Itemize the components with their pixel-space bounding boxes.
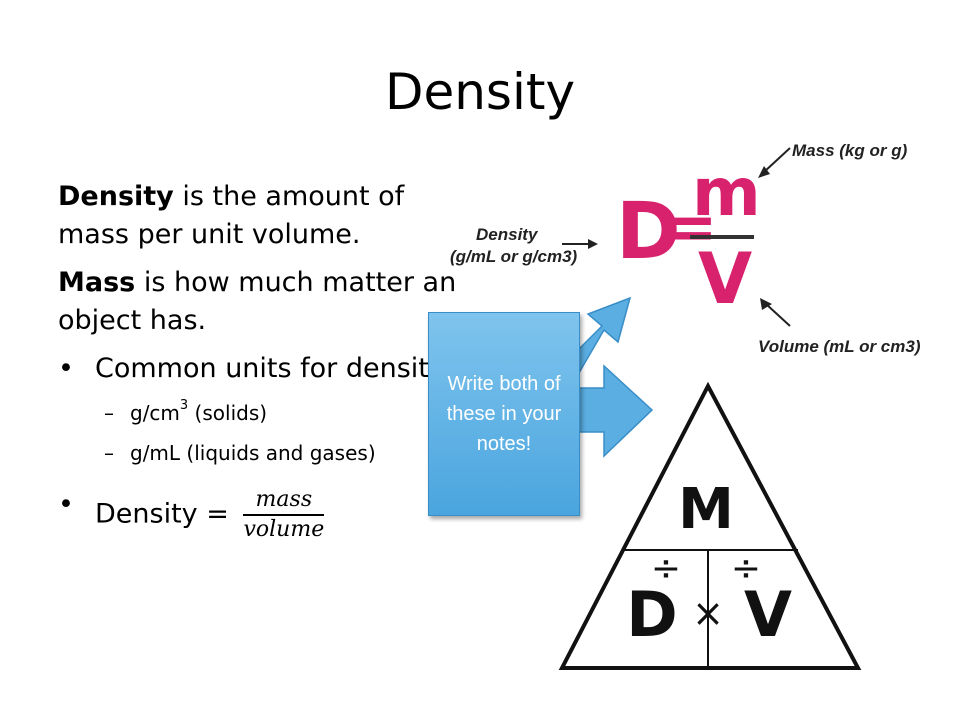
fraction-numerator: mass [243, 486, 325, 516]
slide-title: Density [384, 63, 576, 121]
sub-bullet-liquids: – g/mL (liquids and gases) [58, 438, 458, 468]
bullet-dot: • [58, 353, 74, 384]
unit-solids-sup: 3 [179, 398, 189, 414]
density-term: Density [58, 181, 174, 212]
formula-letter-d: D [616, 187, 681, 277]
triangle-letter-m: M [678, 477, 734, 542]
density-fraction: mass volume [243, 486, 325, 544]
sub-bullet-solids: – g/cm3 (solids) [58, 398, 458, 428]
mass-pointer-arrow-icon [758, 147, 791, 178]
unit-solids-pre: g/cm [130, 401, 180, 425]
mass-definition-text: is how much matter an object has. [58, 267, 457, 336]
callout-text: Write both of these in your notes! [446, 373, 562, 455]
sub-bullet-dash: – [104, 441, 114, 465]
density-pointer-arrow-icon [562, 239, 598, 249]
volume-pointer-arrow-icon [760, 298, 791, 327]
sub-bullet-dash: – [104, 401, 114, 425]
triangle-letter-d: D [626, 578, 677, 651]
formula-letter-m: m [692, 154, 761, 231]
fraction-denominator: volume [243, 517, 325, 542]
bullet-density-formula: • Density = mass volume [58, 486, 458, 544]
triangle-times-sign: × [692, 591, 724, 635]
unit-solids-post: (solids) [188, 401, 268, 425]
triangle-divide-sign-left: ÷ [651, 548, 681, 589]
bullet-common-units-text: Common units for density [95, 353, 445, 384]
slide-body: Density is the amount of mass per unit v… [58, 178, 458, 544]
formula-fraction-bar [690, 235, 754, 239]
callout-box: Write both of these in your notes! [428, 312, 580, 516]
density-triangle: M D V × ÷ ÷ [558, 381, 862, 670]
triangle-divide-sign-right: ÷ [731, 548, 761, 589]
density-units-label-line2: (g/mL or g/cm3) [450, 247, 578, 266]
formula-letter-v: V [698, 238, 753, 320]
density-definition-text: is the amount of mass per unit volume. [58, 181, 405, 250]
formula-equals: = [664, 191, 718, 265]
density-definition: Density is the amount of mass per unit v… [58, 178, 458, 254]
mass-units-label: Mass (kg or g) [792, 141, 908, 160]
density-formula-label: Density = [95, 498, 229, 530]
triangle-outline [558, 381, 862, 670]
unit-liquids-text: g/mL (liquids and gases) [130, 441, 376, 465]
mass-term: Mass [58, 267, 136, 298]
density-units-label-line1: Density [476, 225, 538, 244]
density-formula-image: Mass (kg or g) Density (g/mL or g/cm3) V… [440, 130, 940, 370]
triangle-letter-v: V [744, 578, 792, 651]
bullet-common-units: • Common units for density [58, 350, 458, 388]
bullet-dot: • [58, 489, 74, 520]
mass-definition: Mass is how much matter an object has. [58, 264, 458, 340]
volume-units-label: Volume (mL or cm3) [758, 337, 921, 356]
